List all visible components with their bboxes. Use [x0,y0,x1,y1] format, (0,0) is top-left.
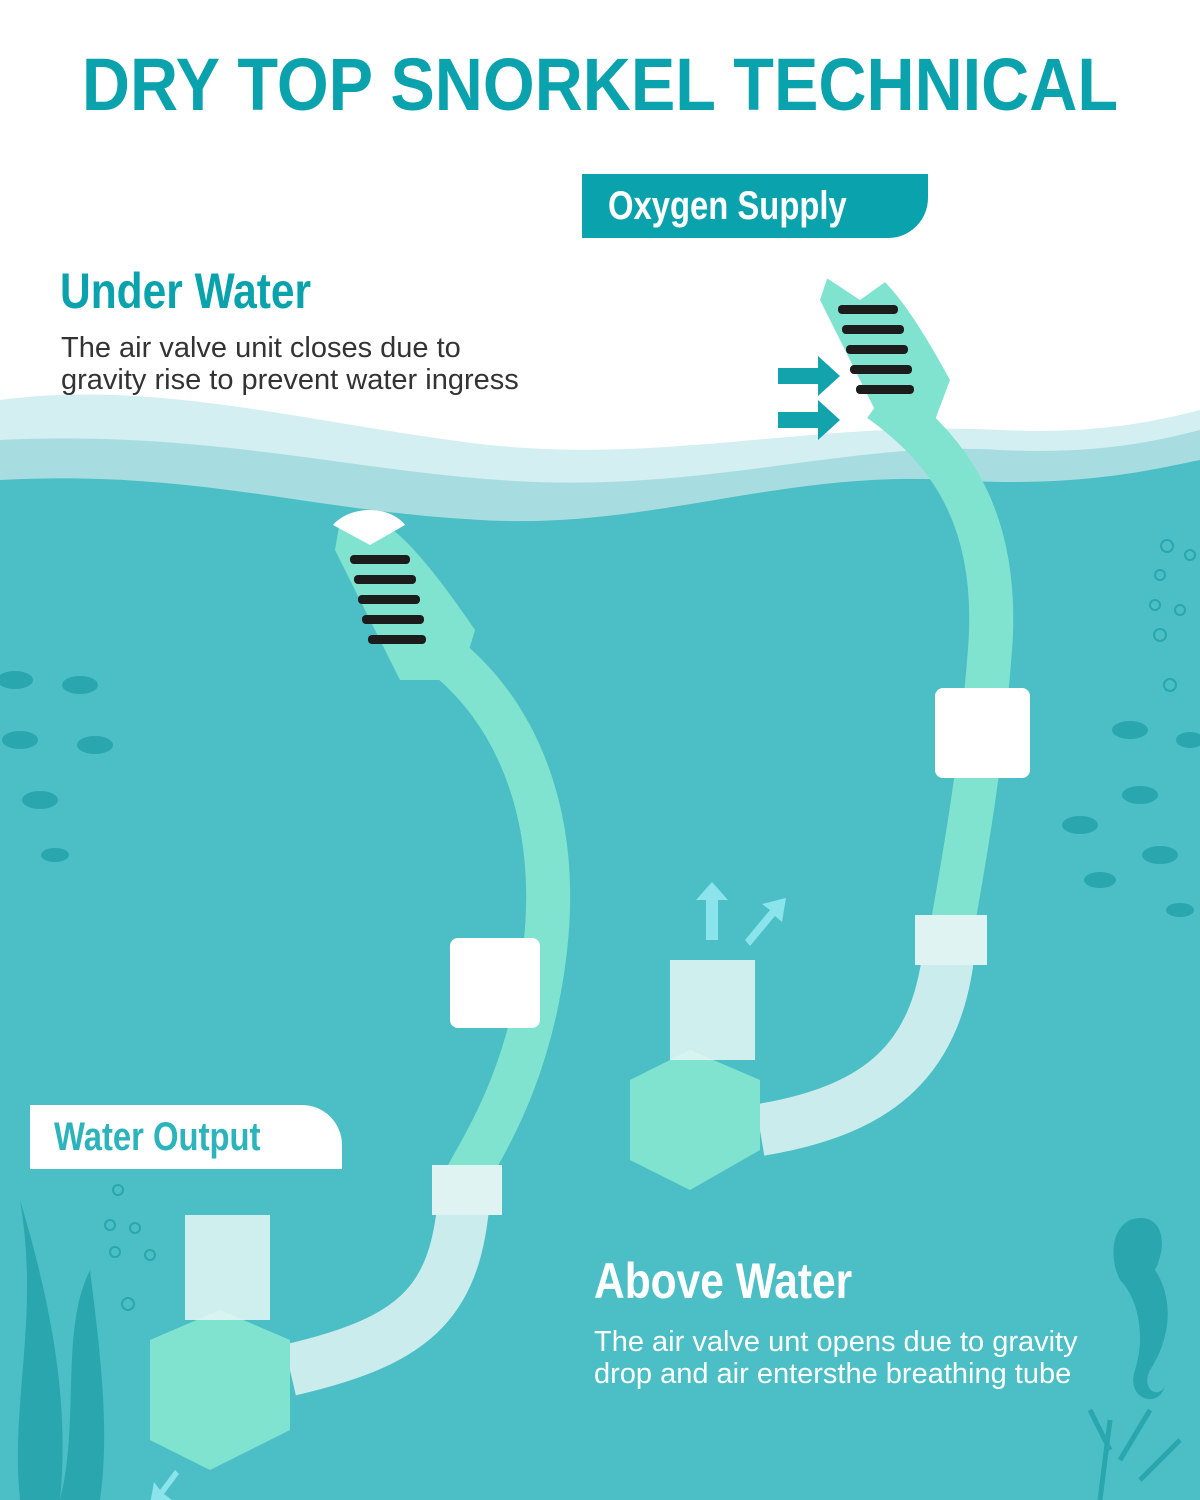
oxygen-supply-label: Oxygen Supply [582,174,928,238]
water-output-text: Water Output [54,1115,261,1159]
under-water-line-1: The air valve unit closes due to [61,332,461,364]
air-in-arrow-icon [778,356,840,440]
air-out-arrow-icon [696,882,786,946]
snorkel-above-water [630,260,1030,1190]
water-output-label: Water Output [30,1105,342,1169]
bubbles-icon [104,539,1196,1311]
seahorse-icon [1113,1218,1168,1400]
snorkel-under-water [150,510,571,1500]
oxygen-supply-text: Oxygen Supply [608,184,847,228]
under-water-heading: Under Water [60,263,312,319]
water [0,460,1200,1500]
above-water-line-2: drop and air entersthe breathing tube [594,1358,1072,1390]
above-water-line-1: The air valve unt opens due to gravity [594,1326,1078,1358]
fish-icon [0,671,1200,917]
under-water-line-2: gravity rise to prevent water ingress [61,364,519,396]
above-water-heading: Above Water [594,1253,853,1309]
water-out-arrow-icon [150,1470,179,1500]
page-title: DRY TOP SNORKEL TECHNICAL [81,43,1119,126]
coral-icon [1087,1408,1182,1500]
under-water-description: The air valve unit closes due to gravity… [61,332,519,396]
above-water-description: The air valve unt opens due to gravity d… [594,1326,1078,1390]
seaweed-icon [17,1200,105,1500]
